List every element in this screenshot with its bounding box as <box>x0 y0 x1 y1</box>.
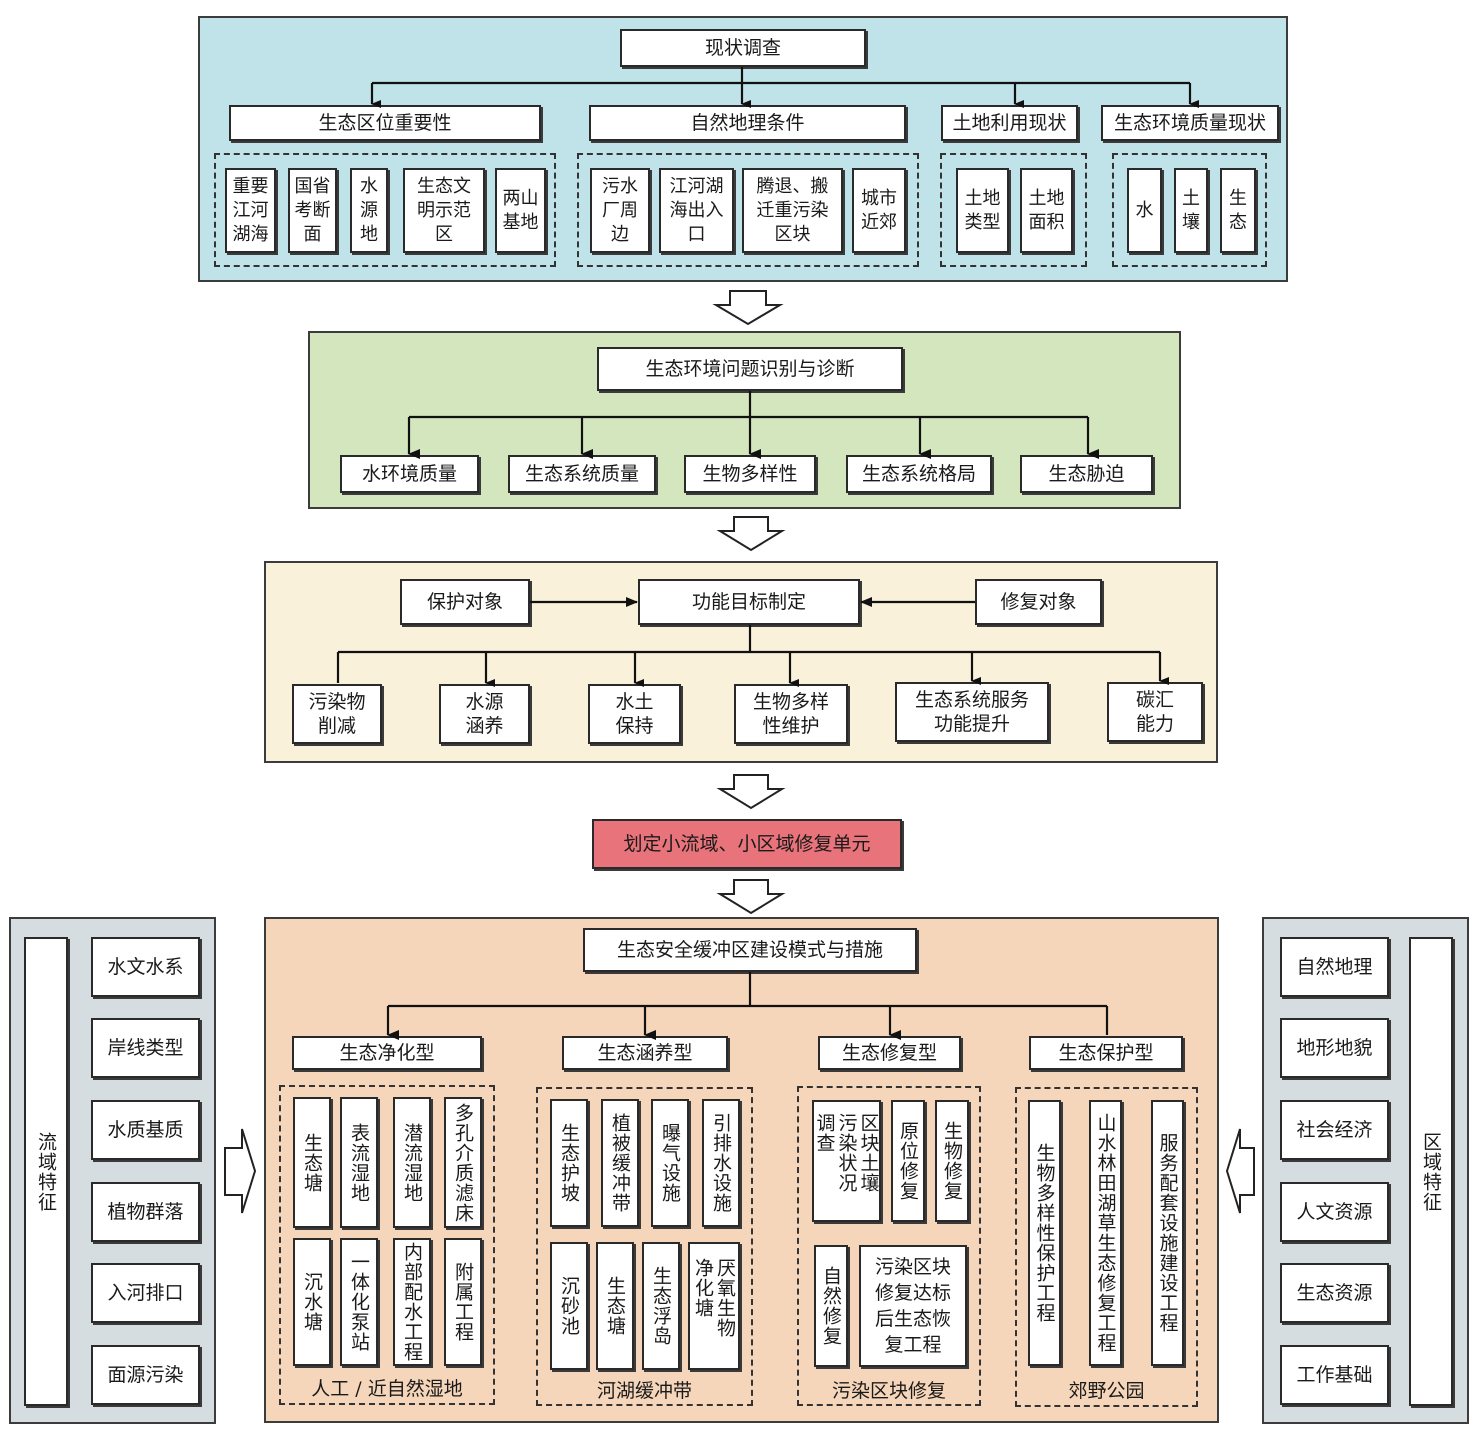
restoration-unit-box: 划定小流域、小区域修复单元 <box>592 819 902 869</box>
target-title: 功能目标制定 <box>638 579 860 625</box>
item-water: 水 <box>1127 168 1162 253</box>
region-work-foundation: 工作基础 <box>1280 1345 1389 1405</box>
group-buffer-zone <box>536 1087 753 1406</box>
group-eco-location <box>214 153 556 267</box>
protect-object: 保护对象 <box>400 579 530 625</box>
goal-water-conservation: 水源涵养 <box>439 684 530 744</box>
measure-insitu-repair: 原位修复 <box>891 1100 925 1222</box>
measure-landscape-restoration: 山水林田湖草生态修复工程 <box>1089 1100 1122 1366</box>
flow-arrow-4 <box>716 879 786 915</box>
category-eco-location: 生态区位重要性 <box>229 105 541 141</box>
group-eco-quality <box>1112 153 1267 267</box>
caption-country-park: 郊野公园 <box>1068 1380 1145 1402</box>
measure-eco-slope: 生态护坡 <box>550 1099 588 1227</box>
measure-floating-island: 生态浮岛 <box>642 1242 680 1370</box>
survey-title: 现状调查 <box>620 29 866 67</box>
item-soil: 土壤 <box>1174 168 1208 253</box>
measure-subsurface-wetland: 潜流湿地 <box>393 1097 431 1228</box>
group-polluted-site <box>797 1086 981 1406</box>
measure-eco-pond-b: 生态塘 <box>596 1242 634 1370</box>
basin-features-title: 流域特征 <box>24 937 68 1406</box>
regional-features-title: 区域特征 <box>1409 937 1453 1406</box>
item-two-mountain-base: 两山基地 <box>495 168 546 253</box>
measure-eco-pond: 生态塘 <box>293 1097 331 1228</box>
goal-ecosystem-services: 生态系统服务功能提升 <box>895 682 1049 742</box>
category-land-use: 土地利用现状 <box>941 105 1078 141</box>
flow-arrow-left-panel <box>224 1128 257 1214</box>
goal-biodiversity: 生物多样性维护 <box>734 684 848 744</box>
flow-arrow-1 <box>712 290 784 326</box>
diag-water-quality: 水环境质量 <box>340 455 479 493</box>
measure-ancillary: 附属工程 <box>444 1238 482 1366</box>
measure-vegetation-buffer: 植被缓冲带 <box>601 1099 639 1227</box>
item-land-area: 土地面积 <box>1020 168 1073 253</box>
region-socioeconomy: 社会经济 <box>1280 1100 1389 1160</box>
flow-arrow-3 <box>716 774 786 810</box>
item-river-outlet: 江河湖海出入口 <box>659 168 734 253</box>
measure-natural-repair: 自然修复 <box>814 1245 848 1367</box>
region-topography: 地形地貌 <box>1280 1018 1389 1078</box>
basin-shoreline: 岸线类型 <box>91 1018 200 1078</box>
goal-soil-conservation: 水土保持 <box>588 684 681 744</box>
measure-surface-wetland: 表流湿地 <box>340 1097 378 1228</box>
group-land-use <box>940 153 1087 267</box>
item-national-section: 国省考断面 <box>288 168 337 253</box>
type-protection: 生态保护型 <box>1029 1036 1183 1070</box>
diagnosis-title: 生态环境问题识别与诊断 <box>597 347 903 391</box>
item-water-source: 水源地 <box>350 168 388 253</box>
region-natural-geo: 自然地理 <box>1280 937 1389 997</box>
type-purification: 生态净化型 <box>292 1036 482 1070</box>
measure-biodiversity-protection: 生物多样性保护工程 <box>1028 1100 1061 1366</box>
category-eco-quality: 生态环境质量现状 <box>1101 105 1279 141</box>
basin-plant-community: 植物群落 <box>91 1182 200 1242</box>
item-eco-demo-zone: 生态文明示范区 <box>403 168 485 253</box>
basin-nonpoint-pollution: 面源污染 <box>91 1345 200 1405</box>
measure-porous-filter: 多孔介质滤床 <box>444 1097 482 1228</box>
measure-bio-pond: 厌氧生物净化塘 <box>688 1242 740 1370</box>
flow-arrow-2 <box>716 516 786 552</box>
basin-hydrology: 水文水系 <box>91 937 200 997</box>
measures-title: 生态安全缓冲区建设模式与措施 <box>583 928 917 972</box>
region-eco-resources: 生态资源 <box>1280 1263 1389 1323</box>
group-country-park <box>1015 1087 1198 1407</box>
measure-water-distribution: 内部配水工程 <box>393 1238 431 1366</box>
group-wetland <box>279 1085 495 1405</box>
measure-sedimentation-pond: 沉水塘 <box>293 1238 331 1366</box>
restore-object: 修复对象 <box>975 579 1102 625</box>
caption-polluted-site: 污染区块修复 <box>831 1380 946 1402</box>
diag-ecosystem-pattern: 生态系统格局 <box>846 455 992 493</box>
measure-post-remediation: 污染区块修复达标后生态恢复工程 <box>859 1245 967 1367</box>
diag-ecosystem-quality: 生态系统质量 <box>508 455 656 493</box>
item-ecology: 生态 <box>1220 168 1256 253</box>
type-conservation: 生态涵养型 <box>562 1036 728 1070</box>
goal-carbon-sink: 碳汇能力 <box>1107 682 1203 742</box>
item-land-type: 土地类型 <box>956 168 1009 253</box>
item-sewage-plant: 污水厂周边 <box>590 168 650 253</box>
caption-buffer-zone: 河湖缓冲带 <box>596 1380 692 1402</box>
measure-pump-station: 一体化泵站 <box>340 1238 378 1366</box>
category-natural-geo: 自然地理条件 <box>589 105 906 141</box>
caption-wetland: 人工 / 近自然湿地 <box>311 1378 463 1400</box>
diag-eco-stress: 生态胁迫 <box>1020 455 1153 493</box>
measure-grit-chamber: 沉砂池 <box>550 1242 588 1370</box>
measure-aeration: 曝气设施 <box>651 1099 689 1227</box>
measure-soil-survey: 区块土壤污染状况调查 <box>812 1100 881 1222</box>
item-relocated-polluted: 腾退、搬迁重污染区块 <box>742 168 843 253</box>
group-natural-geo <box>577 153 919 267</box>
measure-bio-repair: 生物修复 <box>935 1100 969 1222</box>
item-major-waters: 重要江河湖海 <box>225 168 276 253</box>
basin-outfall: 入河排口 <box>91 1263 200 1323</box>
region-cultural-resources: 人文资源 <box>1280 1182 1389 1242</box>
basin-water-substrate: 水质基质 <box>91 1100 200 1160</box>
measure-drainage: 引排水设施 <box>702 1099 740 1227</box>
diag-biodiversity: 生物多样性 <box>684 455 816 493</box>
flow-arrow-right-panel <box>1225 1128 1255 1214</box>
goal-pollutant-reduction: 污染物削减 <box>292 684 382 744</box>
item-suburban: 城市近郊 <box>852 168 906 253</box>
measure-service-facilities: 服务配套设施建设工程 <box>1151 1100 1184 1366</box>
type-restoration: 生态修复型 <box>818 1036 961 1070</box>
